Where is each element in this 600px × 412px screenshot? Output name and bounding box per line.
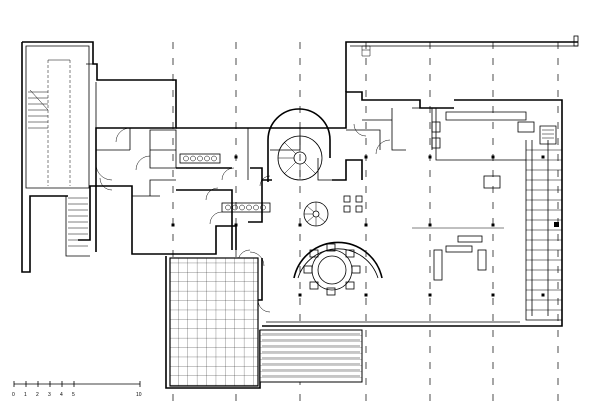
scale-tick-5: 5 bbox=[72, 392, 75, 398]
kitchen-counter-south bbox=[221, 202, 271, 213]
scale-tick-2: 2 bbox=[36, 392, 39, 398]
central-corridor bbox=[165, 91, 392, 263]
service-wing bbox=[21, 41, 177, 273]
service-stair bbox=[28, 89, 90, 257]
planked-terrace bbox=[259, 329, 363, 383]
dining-area bbox=[293, 241, 383, 296]
living-hall-furniture bbox=[343, 175, 504, 281]
scale-tick-3: 3 bbox=[48, 392, 51, 398]
scale-tick-0: 0 bbox=[12, 392, 15, 398]
scale-tick-10: 10 bbox=[136, 392, 142, 398]
kitchen-counter-north bbox=[179, 153, 221, 164]
north-east-wing bbox=[345, 35, 579, 182]
spiral-stair-small bbox=[303, 201, 329, 227]
scale-bar: 0 1 2 3 4 5 10 bbox=[12, 381, 142, 398]
scale-tick-4: 4 bbox=[60, 392, 63, 398]
winter-garden bbox=[525, 140, 562, 321]
main-hall-walls bbox=[249, 159, 563, 327]
spiral-stair-main bbox=[267, 108, 336, 182]
tiled-terrace bbox=[165, 256, 261, 389]
scale-tick-1: 1 bbox=[24, 392, 27, 398]
